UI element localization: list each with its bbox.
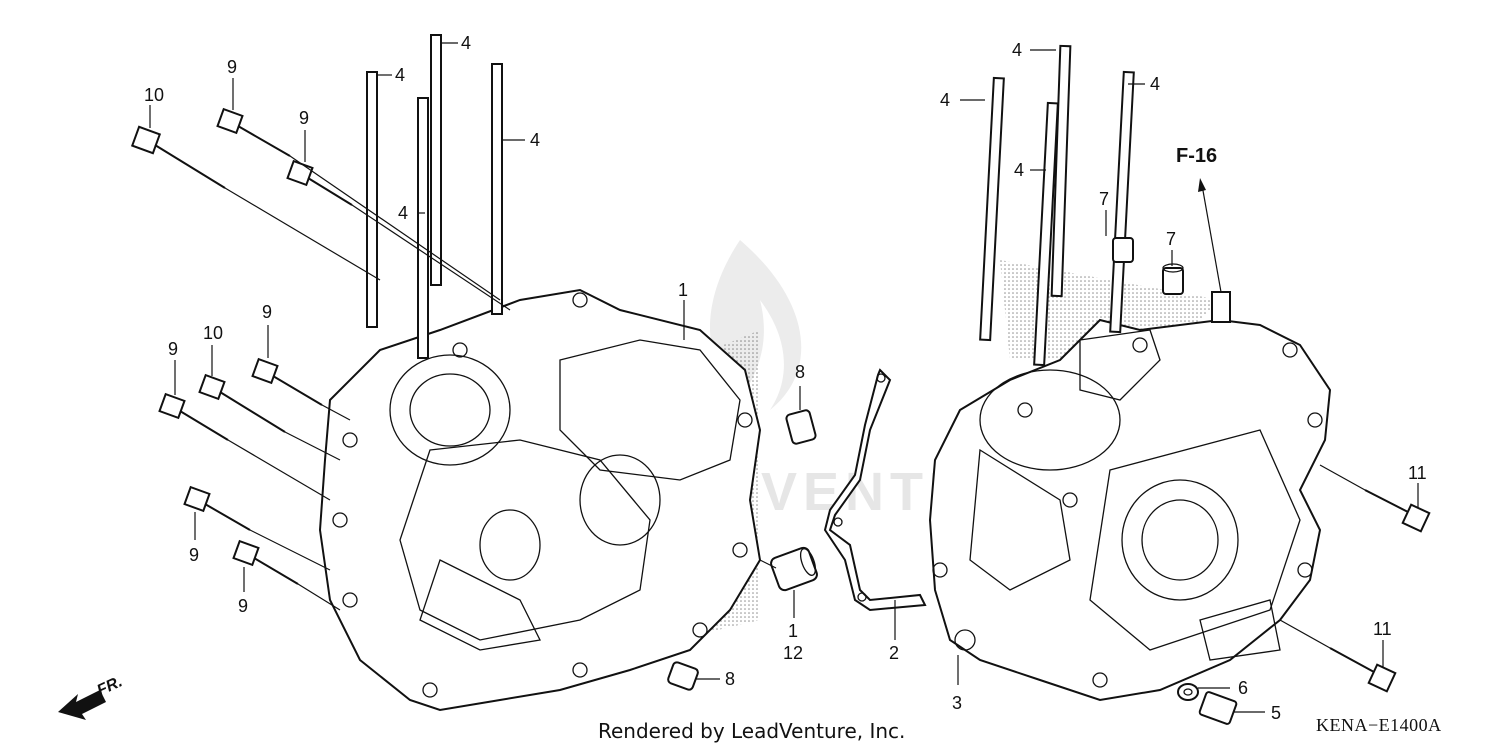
callout-5: 5: [1271, 703, 1281, 723]
stud-right-2: [1050, 44, 1072, 298]
callout-1: 1: [678, 280, 688, 300]
dowel-7-b: [1162, 263, 1184, 295]
dowel-7-a: [1112, 237, 1134, 263]
stud-right-1: [979, 76, 1005, 342]
front-direction-arrow: FR.: [58, 673, 125, 720]
callout-1: 1: [788, 621, 798, 641]
dowel-8-upper: [785, 409, 817, 445]
callout-6: 6: [1238, 678, 1248, 698]
dowel-8-lower: [667, 661, 699, 691]
arrow-left-icon: [58, 690, 106, 720]
bolt-10-upper: [130, 125, 226, 189]
stud-left-2: [366, 71, 378, 328]
left-crankcase: [318, 288, 762, 712]
bolt-9-upper-a: [216, 107, 291, 157]
bolt-11-upper: [1364, 489, 1431, 533]
callout-8: 8: [795, 362, 805, 382]
left-bolts: [130, 107, 511, 611]
callout-3: 3: [952, 693, 962, 713]
stud-left-4: [491, 63, 503, 315]
reference-label: F-16: [1176, 145, 1217, 167]
callout-4: 4: [530, 130, 540, 150]
bolt-9-low-b: [232, 539, 299, 585]
callout-2: 2: [889, 643, 899, 663]
bolt-9-mid-a: [251, 357, 323, 406]
bolt-11-lower: [1329, 647, 1397, 693]
gasket-2: [823, 368, 927, 612]
callout-4: 4: [461, 33, 471, 53]
callout-10: 10: [144, 85, 164, 105]
callout-12: 12: [783, 643, 803, 663]
callout-9: 9: [299, 108, 309, 128]
stud-left-3: [417, 97, 429, 359]
drain-bolt-5: [1198, 691, 1238, 725]
direction-label: FR.: [95, 673, 126, 699]
callout-9: 9: [262, 302, 272, 322]
callout-8: 8: [725, 669, 735, 689]
left-studs: [366, 34, 503, 359]
bolt-9-mid-b: [158, 392, 229, 441]
washer-6: [1177, 683, 1199, 701]
callout-7: 7: [1099, 189, 1109, 209]
callout-4: 4: [1012, 40, 1022, 60]
callout-7: 7: [1166, 229, 1176, 249]
callout-4: 4: [398, 203, 408, 223]
callout-labels: 4 4 4 4 10 9 9 9 10 9 9 9 1 8 1 12 8 2 3…: [144, 33, 1427, 723]
right-studs: [979, 44, 1135, 367]
stud-left-1: [430, 34, 442, 286]
callout-9: 9: [227, 57, 237, 77]
footer-credit: Rendered by LeadVenture, Inc.: [598, 719, 905, 743]
callout-9: 9: [168, 339, 178, 359]
bearing-12: [770, 546, 818, 592]
callout-4: 4: [940, 90, 950, 110]
callout-9: 9: [189, 545, 199, 565]
bolt-9-upper-b: [286, 159, 353, 206]
bolt-10-mid: [198, 373, 286, 433]
stud-right-4: [1109, 70, 1135, 334]
bolt-9-low-a: [183, 485, 251, 531]
callout-11: 11: [1408, 463, 1427, 483]
callout-4: 4: [1150, 74, 1160, 94]
callout-11: 11: [1373, 619, 1392, 639]
callout-9: 9: [238, 596, 248, 616]
callout-10: 10: [203, 323, 223, 343]
diagram-code: KENA−E1400A: [1316, 715, 1442, 735]
callout-leaders: [149, 42, 1419, 713]
f16-fitting: [1198, 178, 1231, 323]
callout-4: 4: [1014, 160, 1024, 180]
callout-4: 4: [395, 65, 405, 85]
stud-right-3: [1033, 101, 1059, 367]
